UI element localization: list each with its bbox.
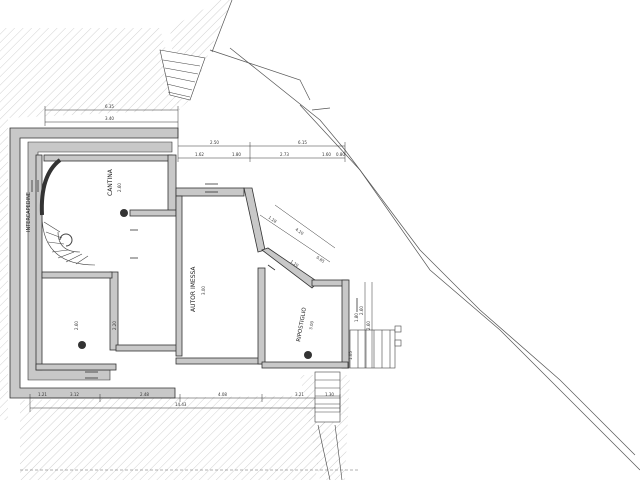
dim-diag-a: 1.28 — [267, 215, 278, 224]
dim-top-c: 2.50 — [210, 140, 219, 145]
dim-bottom-e: 3.21 — [295, 392, 304, 397]
height-autorimessa: 3.00 — [201, 286, 206, 295]
room-label-cantina: CANTINA — [107, 168, 114, 196]
drain-icon — [304, 351, 312, 359]
dim-bottom-d: 4.08 — [218, 392, 227, 397]
dim-bottom-c: 2.48 — [140, 392, 149, 397]
dim-top-g: 1.60 — [322, 152, 331, 157]
building-walls — [35, 154, 350, 371]
dim-diag-b: 4.20 — [294, 227, 305, 236]
dimension-lines-diagonal — [259, 204, 336, 263]
dimension-lines-right — [364, 282, 373, 368]
dim-right-c: 1.05 — [348, 351, 353, 360]
cantina-curve — [39, 158, 62, 216]
height-ripostiglio: 3.00 — [308, 320, 315, 330]
dim-top-b: 3.40 — [105, 116, 114, 121]
drain-icon — [120, 209, 128, 217]
dim-top-d: 1.80 — [232, 152, 241, 157]
spiral-stair — [41, 214, 96, 266]
dim-top-f: 6.15 — [298, 140, 307, 145]
dim-diag-d: 1.20 — [289, 259, 300, 268]
dim-diag-c: 0.85 — [315, 255, 326, 264]
dim-bottom-g: 14.43 — [175, 402, 187, 407]
room-label-ripostiglio: RIPOSTIGLIO — [296, 306, 308, 342]
dim-bottom-f: 1.30 — [325, 392, 334, 397]
room-label-autorimessa: AUTOR IMESSA — [190, 266, 197, 312]
dimension-lines-bottom — [29, 394, 341, 412]
height-cantina: 2.60 — [117, 183, 122, 192]
room-label-intercapedine: INTERCAPEDINE — [26, 192, 32, 232]
dim-top-i: 1.62 — [195, 152, 204, 157]
dim-right-b: 2.60 — [366, 321, 371, 330]
window-marks — [31, 180, 358, 379]
dim-top-e: 2.73 — [280, 152, 289, 157]
dim-right-d: 1.80 — [354, 313, 359, 322]
bottom-stairs — [314, 371, 343, 480]
outer-wall — [9, 127, 179, 399]
height-room: 2.60 — [74, 321, 79, 330]
dim-top-h: 0.80 — [336, 152, 345, 157]
dim-bottom-a: 1.21 — [38, 392, 47, 397]
dimension-lines-top — [44, 106, 346, 162]
dim-right-a: 2.60 — [359, 306, 364, 315]
dim-right-e: 2.20 — [112, 321, 117, 330]
drain-markers — [78, 209, 312, 359]
dim-bottom-b: 3.12 — [70, 392, 79, 397]
right-stairs — [349, 325, 402, 369]
dim-top-a: 6.35 — [105, 104, 114, 109]
site-boundary — [209, 0, 640, 471]
drain-icon — [78, 341, 86, 349]
upper-stairs — [159, 49, 206, 101]
